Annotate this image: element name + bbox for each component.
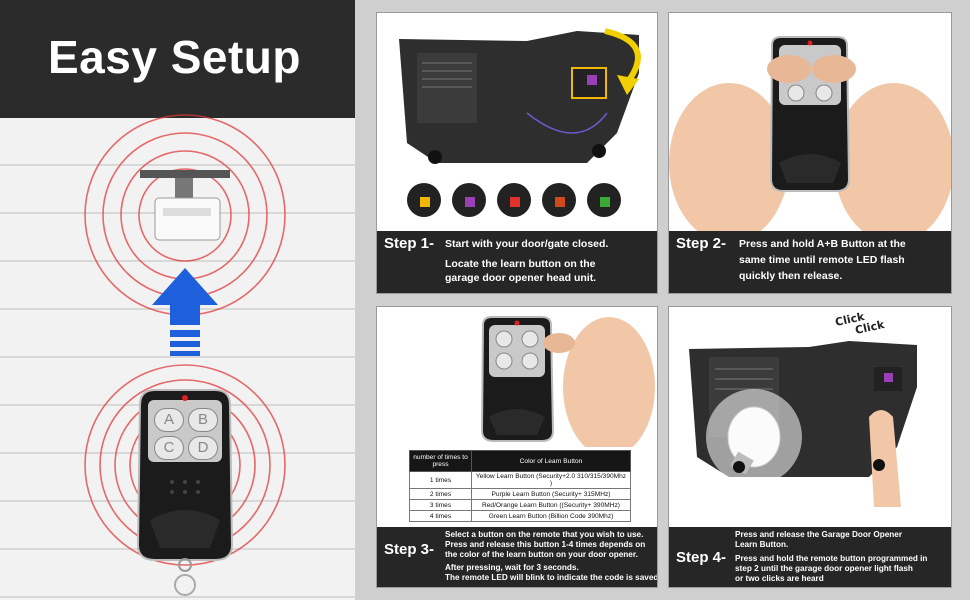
table-header-color: Color of Learn Button	[471, 450, 631, 472]
step-1-caption: Step 1- Start with your door/gate closed…	[377, 231, 657, 293]
table-cell: 3 times	[409, 499, 472, 511]
hero-illustration	[84, 114, 286, 596]
hero-title-band	[0, 0, 355, 118]
table-cell: Purple Learn Button (Security+ 315MHz)	[471, 488, 631, 500]
step-2-text-3: quickly then release.	[739, 270, 843, 282]
learn-button-purple	[452, 183, 486, 217]
table-cell: Red/Orange Learn Button ((Security+ 390M…	[471, 499, 631, 511]
step-3-text-1: Select a button on the remote that you w…	[445, 530, 644, 539]
opener-head-unit-image	[399, 28, 641, 164]
step-3-text-3: the color of the learn button on your do…	[445, 550, 638, 559]
table-header-times: number of times to press	[409, 450, 472, 472]
step-2-text-2: same time until remote LED flash	[739, 254, 905, 266]
step-1-text-3: garage door opener head unit.	[445, 272, 597, 284]
learn-button-orange	[542, 183, 576, 217]
step-3-text-2: Press and release this button 1-4 times …	[445, 540, 646, 549]
step-3-label: Step 3-	[384, 541, 435, 558]
step-2-caption: Step 2- Press and hold A+B Button at the…	[669, 231, 951, 293]
step-1-text-1: Start with your door/gate closed.	[445, 238, 609, 250]
remote-button-c: C	[154, 436, 184, 460]
step-4-text-4: step 2 until the garage door opener ligh…	[735, 564, 913, 573]
hand-holding-remote-image	[480, 316, 655, 457]
up-arrow-icon	[152, 268, 218, 356]
table-cell: 1 times	[409, 471, 472, 489]
step-2-panel: Step 2- Press and hold A+B Button at the…	[668, 12, 952, 294]
remote-button-a: A	[154, 408, 184, 432]
learn-button-swatches	[407, 183, 637, 223]
opener-with-light-image	[689, 341, 917, 507]
table-header-row: number of times to press Color of Learn …	[409, 450, 631, 472]
step-3-caption: Step 3- Select a button on the remote th…	[377, 527, 657, 587]
step-4-label: Step 4-	[676, 549, 727, 566]
step-4-text-3: Press and hold the remote button program…	[735, 554, 928, 563]
learn-button-green	[587, 183, 621, 217]
hands-pressing-remote-image	[669, 36, 951, 243]
step-4-caption: Step 4- Press and release the Garage Doo…	[669, 527, 951, 587]
table-cell: Yellow Learn Button (Security+2.0 310/31…	[471, 471, 631, 489]
step-2-label: Step 2-	[676, 235, 727, 252]
step-4-text-2: Learn Button.	[735, 540, 789, 549]
learn-button-yellow	[407, 183, 441, 217]
step-3-text-5: The remote LED will blink to indicate th…	[445, 573, 658, 582]
step-1-panel: Step 1- Start with your door/gate closed…	[376, 12, 658, 294]
remote-button-b: B	[188, 408, 218, 432]
learn-button-red	[497, 183, 531, 217]
step-1-label: Step 1-	[384, 235, 435, 252]
table-cell: 2 times	[409, 488, 472, 500]
step-4-panel: Click Click Step 4- Press and release th…	[668, 306, 952, 588]
hero-title: Easy Setup	[48, 31, 301, 83]
hero-section: Easy Setup	[0, 0, 355, 600]
step-3-panel: number of times to press Color of Learn …	[376, 306, 658, 588]
table-cell: 4 times	[409, 510, 472, 522]
step-3-text-4: After pressing, wait for 3 seconds.	[445, 563, 579, 572]
step-4-text-5: or two clicks are heard	[735, 574, 824, 583]
step-4-text-1: Press and release the Garage Door Opener	[735, 530, 903, 539]
learn-button-table: number of times to press Color of Learn …	[409, 450, 631, 522]
step-2-text-1: Press and hold A+B Button at the	[739, 238, 906, 250]
table-cell: Green Learn Button (Billion Code 390Mhz)	[471, 510, 631, 522]
remote-button-d: D	[188, 436, 218, 460]
opener-unit-icon	[140, 170, 230, 241]
step-1-text-2: Locate the learn button on the	[445, 258, 596, 270]
